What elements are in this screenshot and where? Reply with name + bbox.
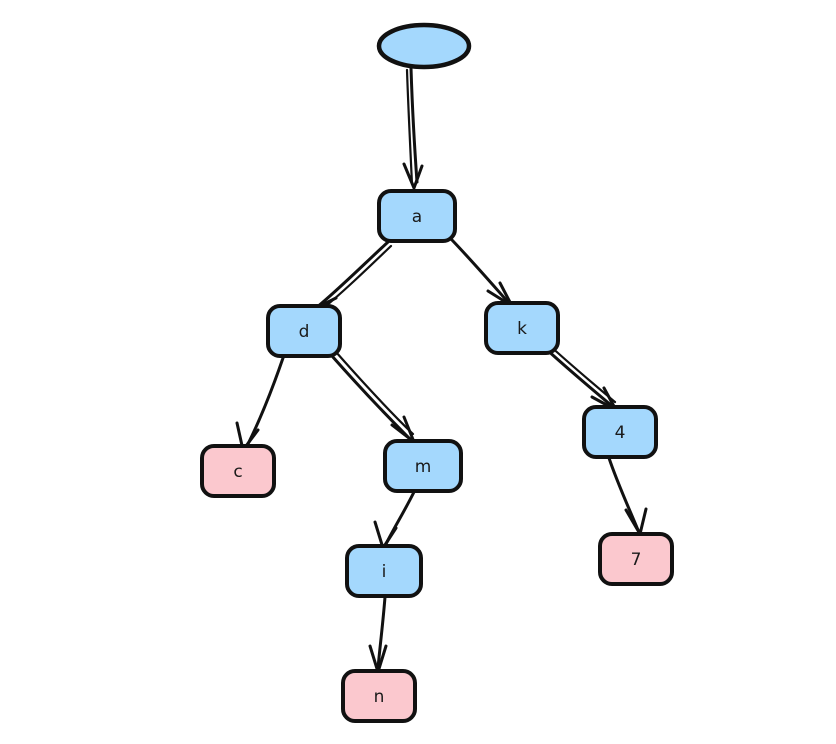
edge-stroke (376, 595, 387, 670)
node-seven[interactable]: 7 (598, 532, 674, 586)
edge-stroke (450, 238, 510, 304)
node-four-shape[interactable] (582, 405, 658, 459)
edge-stroke (607, 456, 640, 532)
node-root-shape[interactable] (376, 22, 472, 70)
edge-a-to-k (450, 238, 514, 308)
edge-stroke-sketch (546, 342, 617, 404)
node-i[interactable]: i (345, 544, 423, 598)
node-seven-shape[interactable] (598, 532, 674, 586)
node-n-shape[interactable] (341, 669, 417, 723)
node-d[interactable]: d (266, 304, 342, 358)
node-a[interactable]: a (377, 189, 457, 243)
node-a-shape[interactable] (377, 189, 457, 243)
node-m[interactable]: m (383, 439, 463, 493)
node-layer: a d k c m (200, 22, 674, 723)
edge-i-to-n (368, 595, 388, 674)
edge-m-to-i (373, 490, 416, 550)
edge-k-to-four (543, 342, 618, 412)
node-c-shape[interactable] (200, 444, 276, 498)
edge-stroke (543, 346, 614, 408)
node-d-shape[interactable] (266, 304, 342, 358)
edge-root-to-a (402, 66, 424, 190)
edge-layer (235, 66, 648, 674)
node-m-shape[interactable] (383, 439, 463, 493)
node-n[interactable]: n (341, 669, 417, 723)
node-root[interactable] (376, 22, 472, 70)
node-k[interactable]: k (484, 301, 560, 355)
node-k-shape[interactable] (484, 301, 560, 355)
arrowhead-icon (390, 415, 416, 444)
node-i-shape[interactable] (345, 544, 423, 598)
arrowhead-icon (402, 162, 424, 190)
edge-stroke-sketch (334, 350, 415, 436)
edge-stroke (245, 356, 285, 448)
edge-d-to-c (235, 356, 285, 452)
edge-d-to-m (330, 350, 416, 444)
edge-stroke (409, 66, 419, 184)
edge-stroke (314, 240, 390, 310)
node-four[interactable]: 4 (582, 405, 658, 459)
node-c[interactable]: c (200, 444, 276, 498)
edge-stroke (330, 354, 411, 440)
edge-four-to-seven (607, 456, 648, 536)
edge-stroke-sketch (405, 68, 414, 186)
